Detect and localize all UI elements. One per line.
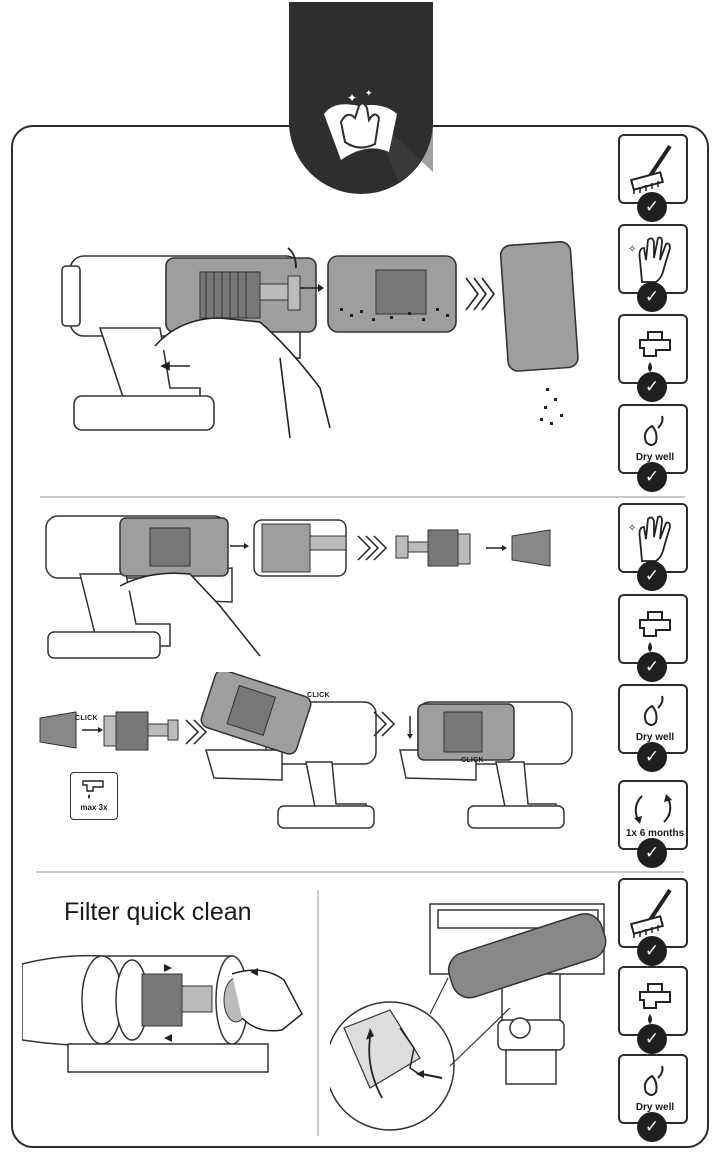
filter-quick-clean-illustration (22, 954, 303, 1073)
section-title: Filter quick clean (64, 898, 252, 926)
click-label: CLICK (307, 692, 330, 699)
check-icon: ✓ (637, 742, 667, 772)
replace-interval-label: 1x 6 months (625, 828, 685, 839)
click-label: CLICK (75, 715, 98, 722)
badge-brush: ✓ (618, 134, 688, 226)
badge-tap: ✓ (618, 966, 688, 1058)
badge-replace: 1x 6 months ✓ (618, 780, 688, 872)
badge-dry: Dry well ✓ (618, 1054, 688, 1146)
header-tab: ✦ ✦ ✦ (289, 2, 433, 194)
brush-icon (629, 888, 672, 938)
wipe-cloth-icon: ✦ ✦ ✦ (324, 88, 397, 160)
drying-icon (643, 1065, 664, 1096)
dry-well-label: Dry well (635, 732, 675, 743)
badge-tap: ✓ (618, 594, 688, 686)
check-icon: ✓ (637, 1112, 667, 1142)
check-icon: ✓ (637, 462, 667, 492)
water-tap-icon (639, 331, 671, 372)
check-icon: ✓ (637, 936, 667, 966)
empty-bin-illustration (61, 240, 579, 438)
water-tap-icon (639, 983, 671, 1024)
check-icon: ✓ (637, 1024, 667, 1054)
click-label: CLICK (461, 757, 484, 764)
water-tap-icon (82, 780, 104, 799)
svg-text:✧: ✧ (628, 523, 636, 534)
check-icon: ✓ (637, 652, 667, 682)
water-tap-icon (639, 611, 671, 652)
badge-hand: ✧ ✓ (618, 224, 688, 316)
hand-icon: ✧ (628, 515, 671, 562)
check-icon: ✓ (637, 561, 667, 591)
check-icon: ✓ (637, 192, 667, 222)
svg-text:✦: ✦ (347, 91, 357, 105)
max-wash-box: max 3x (70, 772, 118, 820)
remove-filter-illustration (45, 515, 551, 659)
section-divider (36, 871, 684, 873)
rotate-arrows-icon (634, 794, 672, 824)
brush-roll-illustration (330, 903, 607, 1131)
badge-hand: ✧ ✓ (618, 503, 688, 595)
max-wash-label: max 3x (80, 803, 108, 812)
badge-dry: Dry well ✓ (618, 684, 688, 776)
section-divider (40, 496, 685, 498)
svg-text:✧: ✧ (628, 244, 636, 255)
check-icon: ✓ (637, 282, 667, 312)
brush-icon (629, 144, 672, 194)
hand-icon: ✧ (628, 236, 671, 283)
dry-well-label: Dry well (635, 452, 675, 463)
svg-text:✦: ✦ (365, 88, 373, 98)
drying-icon (643, 415, 664, 446)
badge-dry: Dry well ✓ (618, 404, 688, 496)
check-icon: ✓ (637, 372, 667, 402)
drying-icon (643, 695, 664, 726)
dry-well-label: Dry well (635, 1102, 675, 1113)
section-vdivider (317, 890, 319, 1136)
badge-tap: ✓ (618, 314, 688, 406)
svg-text:✦: ✦ (333, 106, 341, 116)
check-icon: ✓ (637, 838, 667, 868)
reassemble-illustration (39, 672, 573, 829)
badge-brush: ✓ (618, 878, 688, 970)
